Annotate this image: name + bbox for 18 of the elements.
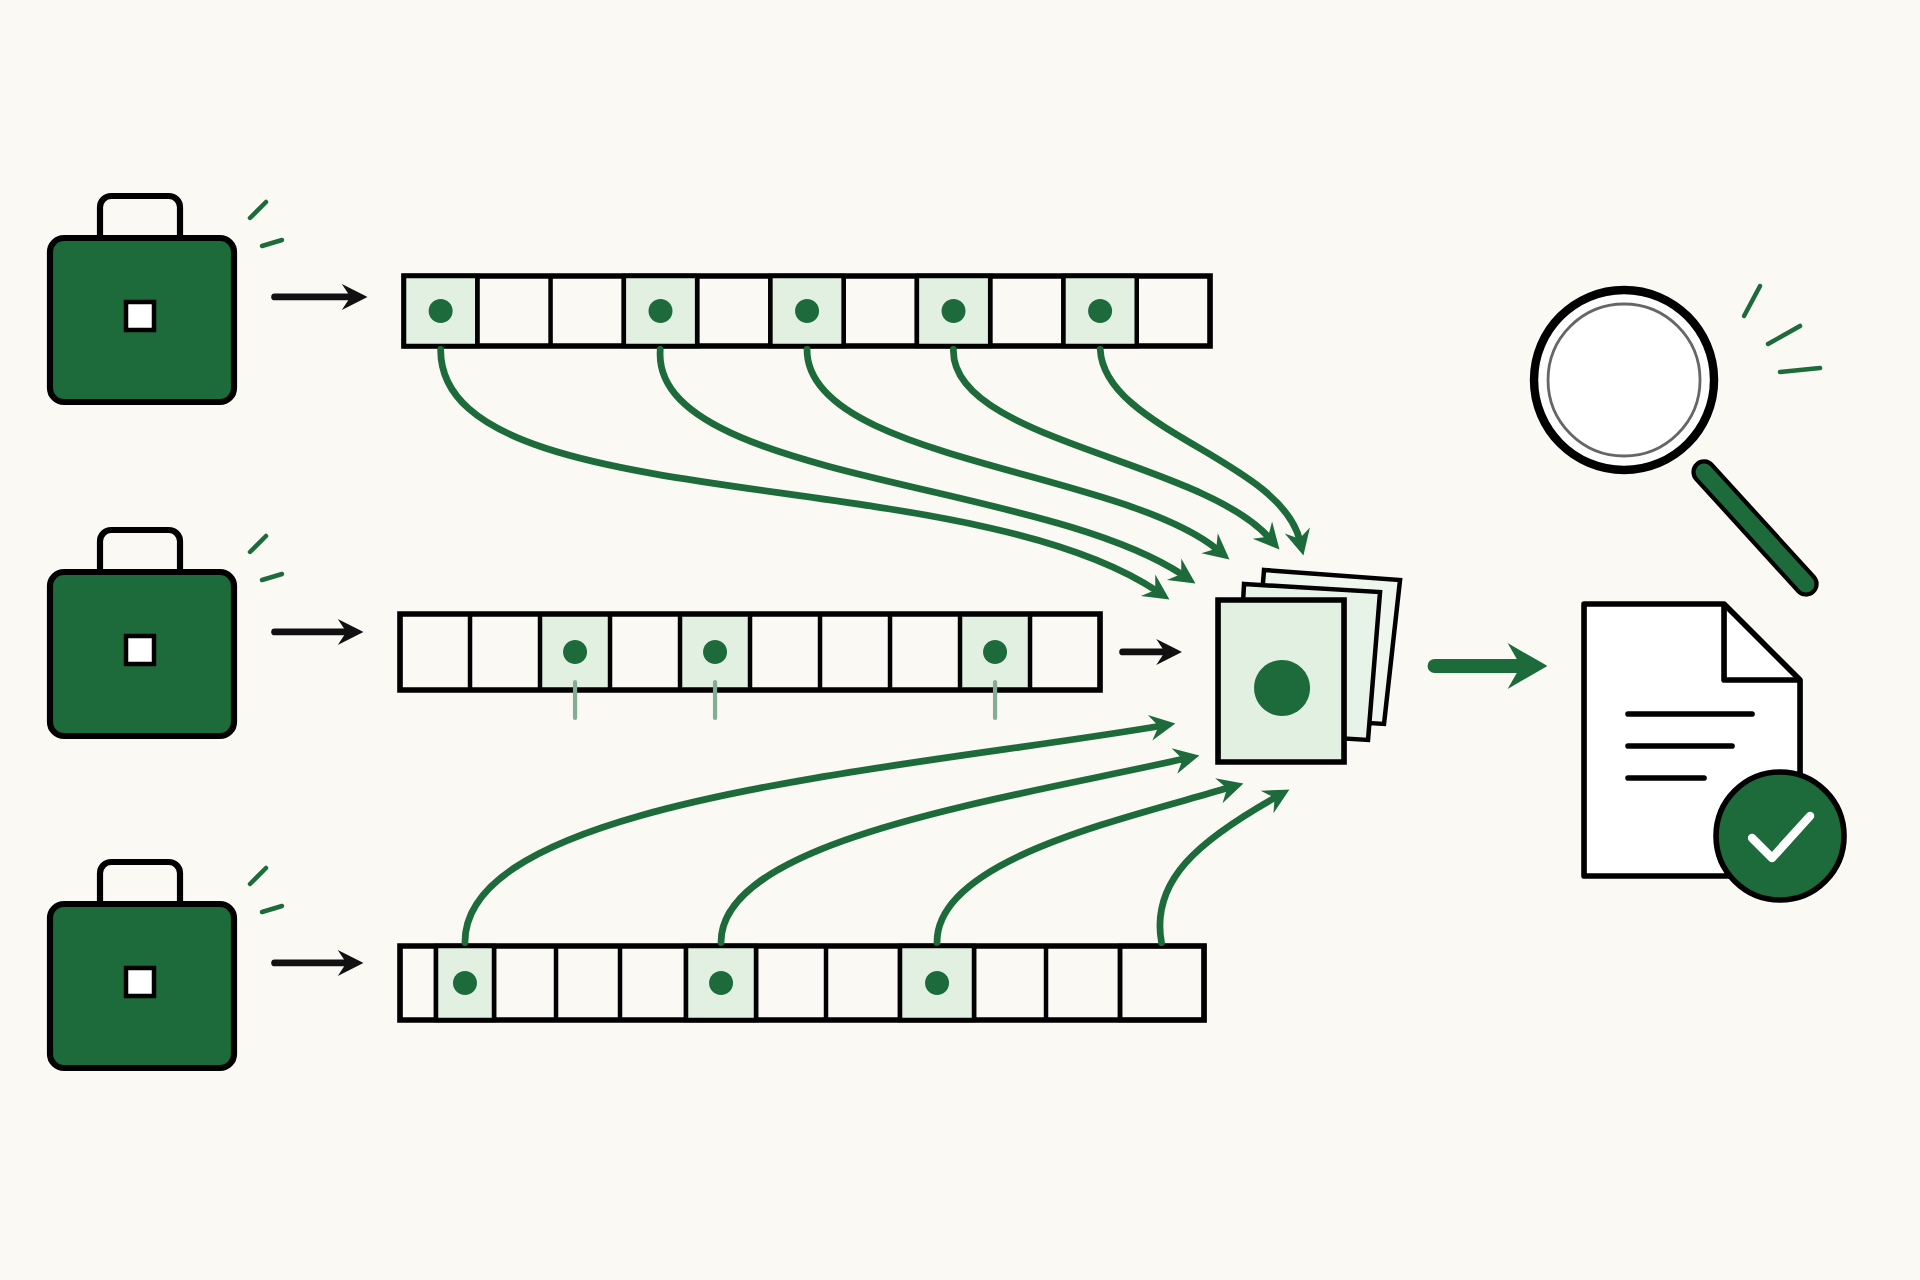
magnifier-drawing: [1529, 283, 1823, 597]
cell-row: [397, 611, 1103, 721]
briefcase-drawing: [46, 192, 285, 406]
briefcase-drawing: [46, 858, 285, 1072]
highlighted-cell: [621, 273, 700, 349]
cell-row: [397, 943, 1207, 1023]
highlighted-cell: [401, 273, 480, 349]
highlighted-cell: [433, 943, 497, 1023]
briefcase-drawing: [46, 526, 285, 740]
highlighted-cell: [914, 273, 993, 349]
cell-row: [401, 273, 1213, 349]
highlighted-cell: [1061, 273, 1139, 349]
highlighted-cell: [768, 273, 846, 349]
card-stack-drawing: [1215, 567, 1403, 765]
highlighted-cell: [897, 943, 977, 1023]
highlighted-cell: [683, 943, 759, 1023]
cell: [1117, 943, 1207, 1023]
approved-document-drawing: [1581, 601, 1847, 903]
